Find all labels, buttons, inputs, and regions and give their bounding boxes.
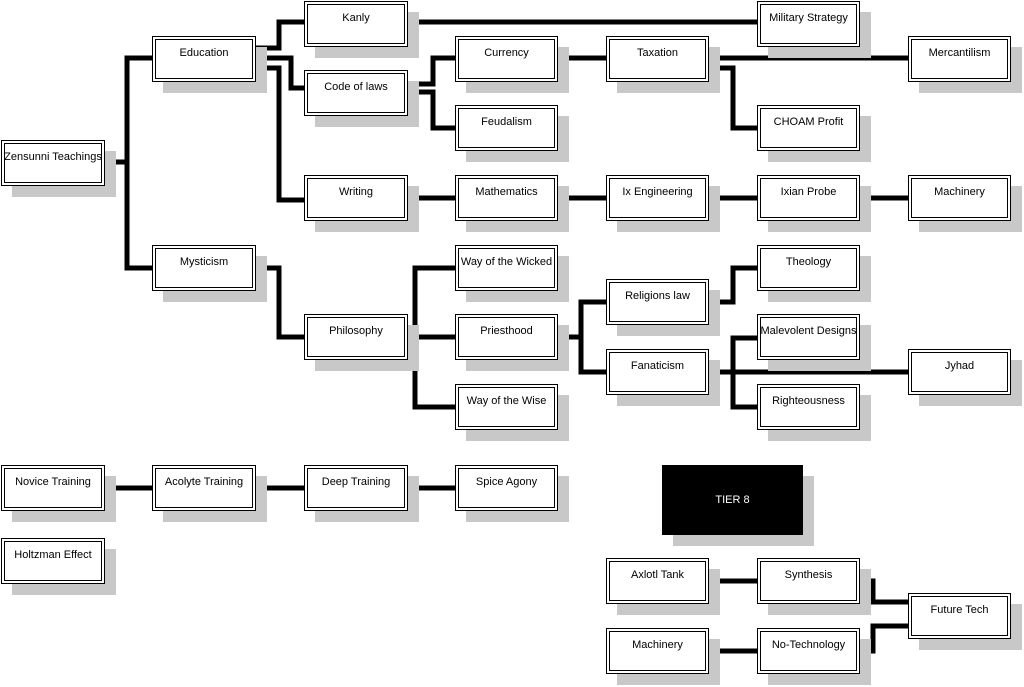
node-fanaticism[interactable]: Fanaticism: [606, 349, 709, 395]
node-religions-law[interactable]: Religions law: [606, 279, 709, 325]
node-machinery[interactable]: Machinery: [908, 175, 1011, 221]
connector-code-feudalism: [408, 89, 455, 131]
connector-code-currency: [408, 55, 455, 87]
node-philosophy[interactable]: Philosophy: [304, 314, 408, 360]
connector-education-code: [256, 55, 304, 91]
node-acolyte-training[interactable]: Acolyte Training: [152, 465, 256, 511]
node-future-tech[interactable]: Future Tech: [908, 593, 1011, 639]
node-deep-training[interactable]: Deep Training: [304, 465, 408, 511]
node-mathematics[interactable]: Mathematics: [455, 175, 558, 221]
connector-fanaticism-branches: [709, 335, 908, 410]
connector-notech-future: [860, 623, 908, 654]
node-ix-engineering[interactable]: Ix Engineering: [606, 175, 709, 221]
node-way-of-the-wicked[interactable]: Way of the Wicked: [455, 245, 558, 291]
node-machinery-tier8[interactable]: Machinery: [606, 628, 709, 674]
node-synthesis[interactable]: Synthesis: [757, 558, 860, 604]
node-military-strategy[interactable]: Military Strategy: [757, 1, 860, 47]
node-novice-training[interactable]: Novice Training: [1, 465, 105, 511]
node-spice-agony[interactable]: Spice Agony: [455, 465, 558, 511]
node-code-of-laws[interactable]: Code of laws: [304, 70, 408, 116]
connector-education-writing: [256, 65, 304, 203]
node-axlotl-tank[interactable]: Axlotl Tank: [606, 558, 709, 604]
node-priesthood[interactable]: Priesthood: [455, 314, 558, 360]
node-theology[interactable]: Theology: [757, 245, 860, 291]
node-writing[interactable]: Writing: [304, 175, 408, 221]
connector-philosophy-branches: [408, 265, 455, 410]
node-righteousness[interactable]: Righteousness: [757, 384, 860, 430]
connector-zensunni-education-mysticism: [105, 55, 152, 271]
node-mysticism[interactable]: Mysticism: [152, 245, 256, 291]
connector-priesthood-branches: [558, 299, 606, 375]
connector-taxation-choam: [709, 65, 757, 131]
node-no-technology[interactable]: No-Technology: [757, 628, 860, 674]
node-choam-profit[interactable]: CHOAM Profit: [757, 105, 860, 151]
node-mercantilism[interactable]: Mercantilism: [908, 36, 1011, 82]
node-currency[interactable]: Currency: [455, 36, 558, 82]
connector-education-kanly: [256, 19, 304, 51]
node-malevolent-designs[interactable]: Malevolent Designs: [757, 314, 860, 360]
tier-8-label: TIER 8: [662, 465, 803, 535]
node-jyhad[interactable]: Jyhad: [908, 349, 1011, 395]
node-zensunni-teachings[interactable]: Zensunni Teachings: [1, 140, 105, 186]
node-kanly[interactable]: Kanly: [304, 1, 408, 47]
connector-mysticism-philosophy: [244, 265, 304, 340]
node-ixian-probe[interactable]: Ixian Probe: [757, 175, 860, 221]
node-holtzman-effect[interactable]: Holtzman Effect: [1, 538, 105, 584]
node-education[interactable]: Education: [152, 36, 256, 82]
node-feudalism[interactable]: Feudalism: [455, 105, 558, 151]
connector-religions-theology: [709, 265, 757, 305]
node-taxation[interactable]: Taxation: [606, 36, 709, 82]
node-way-of-the-wise[interactable]: Way of the Wise: [455, 384, 558, 430]
connector-synthesis-future: [860, 578, 908, 605]
